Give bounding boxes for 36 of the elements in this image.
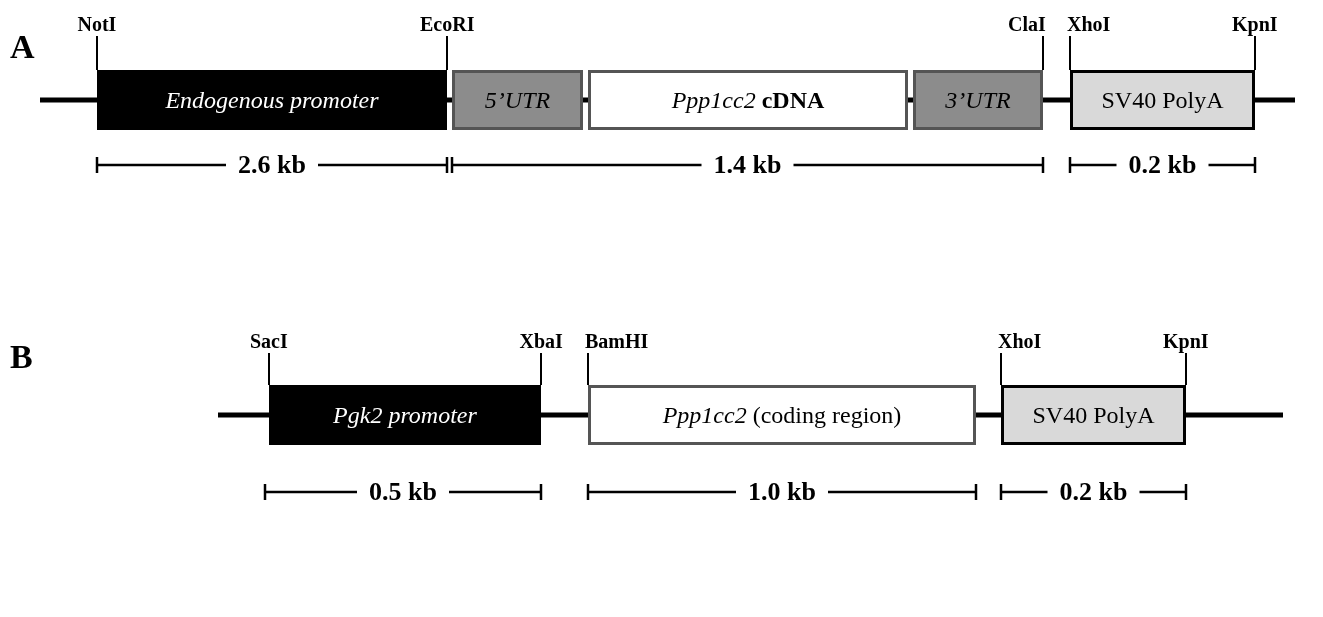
restriction-site-label: BamHI bbox=[585, 331, 649, 351]
leader-line bbox=[96, 35, 98, 71]
leader-line bbox=[1254, 35, 1256, 71]
size-label: 1.0 kb bbox=[748, 479, 816, 505]
promoter-box: Endogenous promoter bbox=[97, 70, 447, 130]
leader-line bbox=[1042, 35, 1044, 71]
restriction-site-label: EcoRI bbox=[420, 14, 475, 34]
utr-box: 3’UTR bbox=[913, 70, 1043, 130]
leader-line bbox=[446, 35, 448, 71]
leader-line bbox=[587, 352, 589, 386]
panel-letter: A bbox=[10, 30, 35, 64]
leader-line bbox=[1185, 352, 1187, 386]
size-label: 2.6 kb bbox=[238, 152, 306, 178]
restriction-site-label: SacI bbox=[250, 331, 288, 351]
restriction-site-label: ClaI bbox=[1008, 14, 1046, 34]
size-label: 1.4 kb bbox=[713, 152, 782, 178]
polya-box: SV40 PolyA bbox=[1070, 70, 1255, 130]
leader-line bbox=[1069, 35, 1071, 71]
restriction-site-label: KpnI bbox=[1232, 14, 1278, 34]
leader-line bbox=[540, 352, 542, 386]
size-label: 0.2 kb bbox=[1128, 152, 1197, 178]
restriction-site-label: XhoI bbox=[1067, 14, 1111, 34]
size-label: 0.2 kb bbox=[1059, 479, 1128, 505]
utr-box: 5’UTR bbox=[452, 70, 583, 130]
size-label: 0.5 kb bbox=[369, 479, 437, 505]
cdna-box: Ppp1cc2 cDNA bbox=[588, 70, 908, 130]
leader-line bbox=[268, 352, 270, 386]
leader-line bbox=[1000, 352, 1002, 386]
coding-region-box: Ppp1cc2 (coding region) bbox=[588, 385, 976, 445]
restriction-site-label: NotI bbox=[77, 14, 117, 34]
promoter-box: Pgk2 promoter bbox=[269, 385, 541, 445]
polya-box: SV40 PolyA bbox=[1001, 385, 1186, 445]
restriction-site-label: KpnI bbox=[1163, 331, 1209, 351]
panel-letter: B bbox=[10, 340, 33, 374]
restriction-site-label: XhoI bbox=[998, 331, 1042, 351]
restriction-site-label: XbaI bbox=[519, 331, 563, 351]
